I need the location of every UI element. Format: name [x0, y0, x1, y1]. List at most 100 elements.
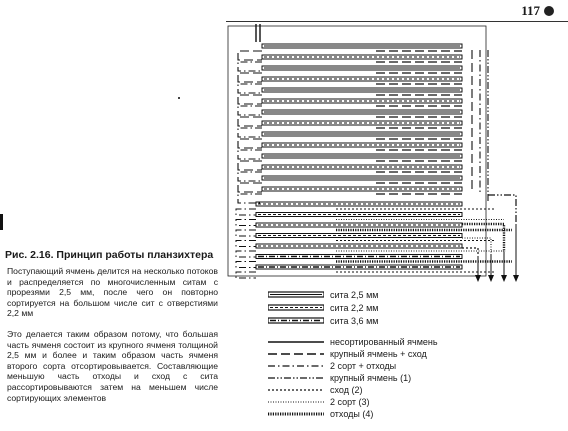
flow-return: [235, 219, 256, 226]
sieve-row-lower: [255, 254, 463, 259]
sieve-row: [261, 175, 463, 181]
flow-return: [237, 171, 262, 182]
legend-flow-waste-4: отходы (4): [268, 409, 373, 419]
flow-lines: [235, 50, 517, 279]
sieve-row-lower: [255, 243, 463, 249]
sieve-frame: [261, 186, 463, 192]
legend-sieve-25-label: сита 2,5 мм: [330, 290, 379, 300]
sieve-rows: [255, 43, 463, 270]
figure-caption: Рис. 2.16. Принцип работы планзихтера: [5, 249, 213, 261]
legend-flow-unsorted-label: несортированный ячмень: [330, 337, 438, 347]
page-bullet-icon: [544, 6, 554, 16]
sieve-frame: [261, 142, 463, 148]
flow-return: [237, 127, 262, 138]
sieve-frame: [261, 109, 463, 115]
sieve-frame: [261, 54, 463, 60]
sieve-box-outline: [227, 25, 487, 277]
header-rule: [226, 21, 568, 22]
outlet-arrow-1: [475, 256, 481, 282]
legend-flow-large-overs-swatch: [268, 353, 324, 355]
legend-flow-grade2-3-swatch: [268, 401, 324, 403]
legend-flow-grade2-waste-swatch: [268, 365, 324, 367]
flow-return: [235, 208, 256, 216]
caption-label: Рис. 2.16.: [5, 249, 54, 261]
legend-flow-overs-2-swatch: [268, 389, 324, 391]
sieve-row: [261, 109, 463, 115]
outlet-arrow-3: [501, 252, 507, 282]
flow-return: [237, 94, 262, 105]
flow-return: [235, 240, 256, 247]
legend-flow-grade2-3: 2 сорт (3): [268, 397, 370, 407]
flow-return: [235, 271, 256, 279]
sieve-row-lower: [255, 222, 463, 228]
sieve-row-lower: [255, 264, 463, 270]
sieve-row: [261, 87, 463, 93]
sieve-row: [261, 131, 463, 137]
page-number-text: 117: [521, 3, 540, 18]
legend-flow-large-overs-label: крупный ячмень + сход: [330, 349, 427, 359]
sieve-row: [261, 164, 463, 170]
legend-sieve-22-label: сита 2,2 мм: [330, 303, 379, 313]
flow-outlet: [462, 222, 506, 252]
legend-sieve-36-swatch: [268, 317, 324, 324]
sieve-frame: [261, 76, 463, 82]
flow-return: [235, 261, 256, 268]
sieve-row: [261, 76, 463, 82]
legend-flow-grade2-waste: 2 сорт + отходы: [268, 361, 396, 371]
flow-return: [237, 72, 262, 83]
sieve-row: [261, 142, 463, 148]
legend-flow-grade2-waste-label: 2 сорт + отходы: [330, 361, 397, 371]
legend-flow-large-1-swatch: [268, 377, 324, 379]
legend-flow-grade2-3-label: 2 сорт (3): [330, 397, 370, 407]
flow-return: [237, 182, 262, 193]
legend-flow-waste-4-label: отходы (4): [330, 409, 374, 419]
legend-flow-waste-4-swatch: [268, 412, 324, 416]
legend-sieve-25: сита 2,5 мм: [268, 290, 378, 300]
legend-sieve-22-swatch: [268, 304, 324, 311]
outlet-arrows: [475, 224, 519, 282]
description-paragraph-2: Это делается таким образом потому, что б…: [7, 329, 218, 403]
page-number: 117: [521, 3, 554, 19]
flow-outlet: [462, 247, 479, 256]
legend-flow-unsorted-swatch: [268, 341, 324, 343]
flow-return: [237, 50, 262, 61]
sieve-frame: [261, 164, 463, 170]
sieve-row-lower: [255, 201, 463, 207]
outlet-arrow-4: [513, 224, 519, 282]
flow-return: [237, 193, 262, 204]
sieve-frame: [261, 175, 463, 181]
outlet-arrow-2: [488, 254, 494, 282]
legend-sieve-22: сита 2,2 мм: [268, 303, 378, 313]
description-paragraph-1: Поступающий ячмень делится на несколько …: [7, 266, 218, 319]
legend-flow-large-1: крупный ячмень (1): [268, 373, 411, 383]
legend-flow-large-1-label: крупный ячмень (1): [330, 373, 412, 383]
legend-sieve-36-label: сита 3,6 мм: [330, 316, 379, 326]
legend-sieve-25-swatch: [268, 291, 324, 298]
sieve-row-lower: [255, 233, 463, 238]
sieve-row: [261, 98, 463, 104]
flow-return: [237, 116, 262, 127]
sieve-frame: [261, 98, 463, 104]
sieve-row: [261, 54, 463, 60]
flow-return: [237, 138, 262, 149]
plansifter-diagram: [227, 24, 519, 282]
sieve-frame: [261, 131, 463, 137]
sieve-frame: [261, 120, 463, 126]
legend-flow-overs-2-label: сход (2): [330, 385, 363, 395]
legend-flow-unsorted: несортированный ячмень: [268, 337, 438, 347]
flow-return: [237, 160, 262, 171]
flow-return: [235, 250, 256, 258]
sieve-frame: [261, 43, 463, 49]
legend-flow-large-overs: крупный ячмень + сход: [268, 349, 427, 359]
flow-outlet: [488, 194, 517, 224]
legend-sieve-36: сита 3,6 мм: [268, 316, 378, 326]
sieve-row: [261, 120, 463, 126]
sieve-frame: [261, 65, 463, 71]
print-speck: [178, 97, 180, 99]
sieve-frame: [261, 153, 463, 159]
sieve-row: [261, 186, 463, 192]
flow-return: [237, 61, 262, 72]
flow-return: [237, 105, 262, 116]
sieve-row: [261, 43, 463, 49]
flow-return: [237, 149, 262, 160]
